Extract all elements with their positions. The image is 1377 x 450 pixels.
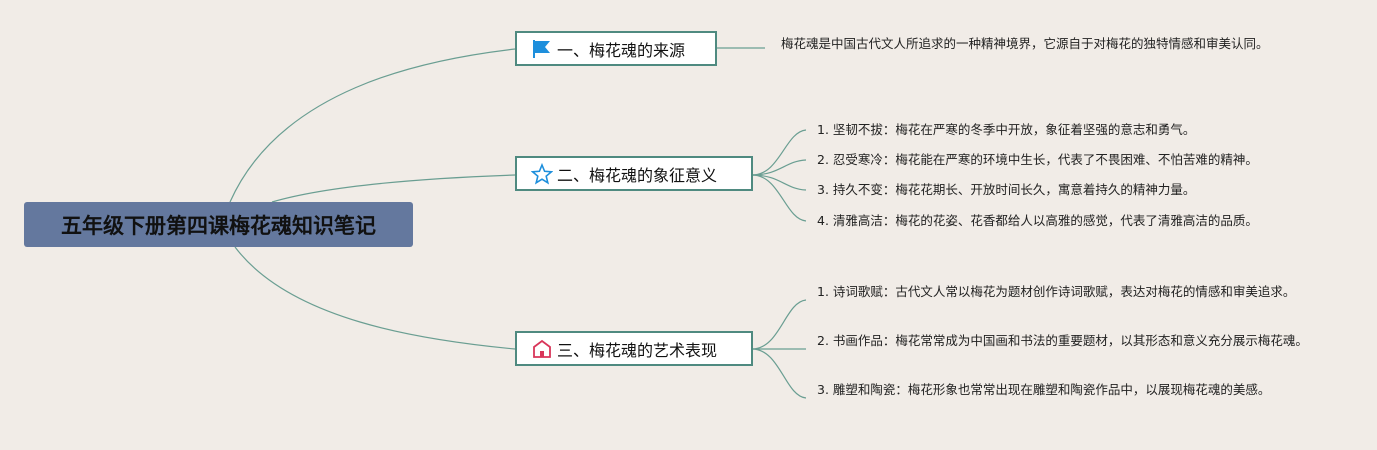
leaf-art-1[interactable]: 1. 诗词歌赋：古代文人常以梅花为题材创作诗词歌赋，表达对梅花的情感和审美追求。 bbox=[817, 284, 1296, 299]
leaf-symbolism-3[interactable]: 3. 持久不变：梅花花期长、开放时间长久，寓意着持久的精神力量。 bbox=[817, 182, 1196, 197]
branch-title: 一、梅花魂的来源 bbox=[557, 40, 686, 60]
connector-branch3-leaf3 bbox=[751, 348, 807, 399]
connector-branch2-leaf3 bbox=[751, 174, 807, 191]
root-topic[interactable]: 五年级下册第四课梅花魂知识笔记 bbox=[24, 202, 413, 247]
branch-topic-art[interactable]: 三、梅花魂的艺术表现 bbox=[515, 331, 753, 366]
branch-topic-symbolism[interactable]: 二、梅花魂的象征意义 bbox=[515, 156, 753, 191]
home-icon bbox=[531, 338, 553, 360]
flag-icon bbox=[531, 38, 553, 60]
connector-branch3-leaf1 bbox=[751, 299, 807, 350]
connector-root-branch3 bbox=[234, 246, 516, 350]
leaf-symbolism-4[interactable]: 4. 清雅高洁：梅花的花姿、花香都给人以高雅的感觉，代表了清雅高洁的品质。 bbox=[817, 213, 1258, 228]
leaf-symbolism-2[interactable]: 2. 忍受寒冷：梅花能在严寒的环境中生长，代表了不畏困难、不怕苦难的精神。 bbox=[817, 152, 1258, 167]
root-title: 五年级下册第四课梅花魂知识笔记 bbox=[61, 213, 376, 238]
connector-root-branch1 bbox=[229, 48, 516, 203]
leaf-art-3[interactable]: 3. 雕塑和陶瓷：梅花形象也常常出现在雕塑和陶瓷作品中，以展现梅花魂的美感。 bbox=[817, 382, 1271, 397]
star-icon bbox=[531, 162, 553, 185]
leaf-origin[interactable]: 梅花魂是中国古代文人所追求的一种精神境界，它源自于对梅花的独特情感和审美认同。 bbox=[781, 36, 1269, 51]
branch-title: 三、梅花魂的艺术表现 bbox=[557, 340, 718, 360]
connector-branch2-leaf2 bbox=[751, 159, 807, 176]
connector-root-branch2 bbox=[271, 174, 516, 203]
leaf-art-2[interactable]: 2. 书画作品：梅花常常成为中国画和书法的重要题材，以其形态和意义充分展示梅花魂… bbox=[817, 333, 1308, 348]
connector-branch2-leaf1 bbox=[751, 129, 807, 176]
branch-title: 二、梅花魂的象征意义 bbox=[557, 165, 718, 185]
connector-branch2-leaf4 bbox=[751, 174, 807, 222]
branch-topic-origin[interactable]: 一、梅花魂的来源 bbox=[515, 31, 717, 66]
leaf-symbolism-1[interactable]: 1. 坚韧不拔：梅花在严寒的冬季中开放，象征着坚强的意志和勇气。 bbox=[817, 122, 1196, 137]
